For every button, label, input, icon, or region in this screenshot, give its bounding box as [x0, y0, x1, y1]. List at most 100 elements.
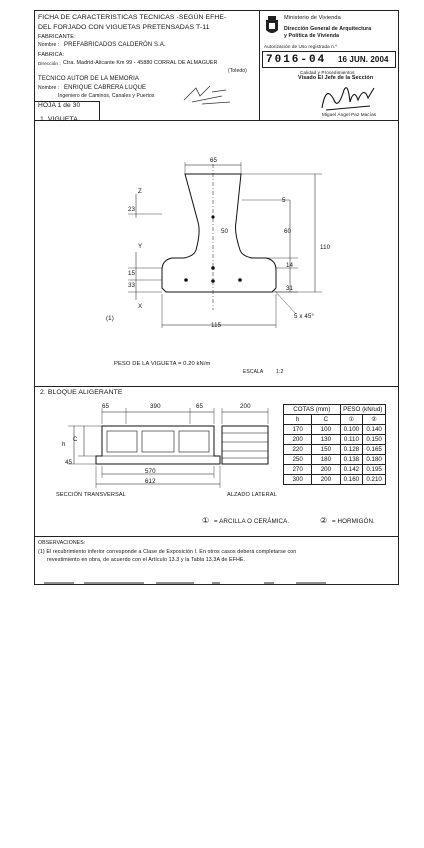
cell-peso-2: 0.210: [362, 474, 386, 485]
dim-110: 110: [320, 244, 331, 251]
sheet-frame: [34, 10, 399, 585]
bloque-alzado-drawing: [221, 408, 269, 465]
observaciones-divider: [34, 536, 399, 537]
author-signature: [183, 85, 231, 105]
table-sub-c: C: [311, 414, 341, 425]
stamp-sub: Calidad y Procedimientos: [300, 70, 355, 75]
stamp-ministry: Ministerio de Vivienda: [284, 15, 341, 21]
table-sub-2: ②: [362, 414, 386, 425]
cell-peso-1: 0.110: [339, 434, 364, 445]
nombre-label: Nombre :: [38, 42, 60, 48]
cell-h: 250: [282, 454, 313, 465]
fabricante-label: FABRICANTE:: [38, 34, 76, 40]
dim-612: 612: [145, 478, 156, 485]
dim-65-b: 65: [196, 403, 204, 410]
dim-top-width: 65: [210, 157, 218, 164]
dim-200: 200: [240, 403, 251, 410]
cell-peso-2: 0.165: [362, 444, 386, 455]
dim-15: 15: [128, 270, 136, 277]
section2-title: 2. BLOQUE ALIGERANTE: [40, 389, 123, 396]
stamp-number-box: [262, 51, 396, 68]
dim-14: 14: [286, 262, 294, 269]
cell-c: 130: [311, 434, 341, 445]
vigueta-section-drawing: [128, 162, 322, 328]
dim-h: h: [62, 441, 66, 448]
dim-y: Y: [138, 243, 143, 250]
stamp-divider: [259, 10, 260, 120]
table-row: 200 130 0.110 0.150: [282, 434, 386, 445]
cell-peso-1: 0.100: [339, 424, 364, 435]
note-ref-1: (1): [106, 315, 114, 322]
legend-2-text: = HORMIGÓN.: [332, 518, 375, 525]
escala-label: ESCALA: [243, 369, 264, 375]
header-divider: [34, 120, 399, 121]
cell-peso-1: 0.138: [339, 454, 364, 465]
tecnico-titulo: Ingeniero de Caminos, Canales y Puertos: [58, 93, 155, 99]
hoja-number: HOJA 1 de 30: [38, 102, 81, 109]
tecnico-nombre: ENRIQUE CABRERA LUQUE: [64, 85, 147, 91]
cell-peso-1: 0.142: [339, 464, 364, 475]
cell-c: 200: [311, 474, 341, 485]
cell-peso-1: 0.128: [339, 444, 364, 455]
stamp-signature: [321, 87, 375, 111]
cell-h: 220: [282, 444, 313, 455]
observaciones-label: OBSERVACIONES:: [38, 540, 86, 546]
dim-x: X: [138, 303, 143, 310]
dim-60: 60: [284, 228, 292, 235]
cell-peso-2: 0.150: [362, 434, 386, 445]
dim-50: 50: [221, 228, 229, 235]
cell-peso-2: 0.195: [362, 464, 386, 475]
stamp-number: 7016-04: [266, 54, 327, 66]
dim-5: 5: [282, 197, 286, 204]
hoja-box: [34, 101, 100, 120]
direccion-label: Dirección :: [38, 61, 61, 66]
table-sub-h: h: [282, 414, 313, 425]
tecnico-label: TECNICO AUTOR DE LA MEMORIA: [38, 76, 139, 82]
cell-h: 170: [282, 424, 313, 435]
cell-c: 100: [311, 424, 341, 435]
table-row: 270 200 0.142 0.195: [282, 464, 386, 475]
dim-65-a: 65: [102, 403, 110, 410]
table-row: 250 180 0.138 0.180: [282, 454, 386, 465]
dim-c: C: [73, 436, 78, 443]
dim-31: 31: [286, 285, 294, 292]
dim-chamfer: 5 x 45°: [294, 313, 315, 320]
cell-peso-2: 0.180: [362, 454, 386, 465]
dim-z: Z: [138, 188, 142, 195]
stamp-direccion-1: Dirección General de Arquitectura: [284, 26, 372, 32]
section1-title: 1. VIGUETA: [40, 116, 78, 123]
alzado-label: ALZADO LATERAL: [227, 492, 277, 498]
table-row: 300 200 0.160 0.210: [282, 474, 386, 485]
dim-45: 45: [65, 459, 73, 466]
direccion-value: Ctra. Madrid-Alicante Km 99 - 45880 CORR…: [63, 60, 218, 66]
table-row: 170 100 0.100 0.140: [282, 424, 386, 435]
ministry-seal-icon: [266, 16, 278, 33]
stamp-autorizacion: Autorización de Uso registrada n.º: [264, 44, 337, 49]
cell-h: 270: [282, 464, 313, 475]
cell-c: 180: [311, 454, 341, 465]
bloque-section-drawing: [68, 408, 221, 488]
legend-1-num: ①: [202, 516, 210, 525]
table-header-cotas: COTAS (mm): [283, 404, 341, 415]
cell-c: 150: [311, 444, 341, 455]
stamp-visado: Visado El Jefe de la Sección: [298, 75, 374, 81]
cell-peso-2: 0.140: [362, 424, 386, 435]
escala-value: 1:2: [276, 369, 284, 375]
stamp-direccion-2: y Política de Vivienda: [284, 33, 340, 39]
observaciones-line1: (1) El recubrimiento inferior correspond…: [38, 549, 297, 555]
tecnico-nombre-label: Nombre :: [38, 85, 60, 91]
seccion-label: SECCIÓN TRANSVERSAL: [56, 492, 126, 498]
fabricante-nombre: PREFABRICADOS CALDERÓN S.A.: [64, 42, 166, 48]
dim-33: 33: [128, 282, 136, 289]
cell-peso-1: 0.160: [339, 474, 364, 485]
table-row: 220 150 0.128 0.165: [282, 444, 386, 455]
cell-c: 200: [311, 464, 341, 475]
dim-390: 390: [150, 403, 161, 410]
stamp-signer: Miguel Ángel Paz Macías: [322, 112, 377, 117]
footer-rule: [44, 582, 326, 584]
legend-2-num: ②: [320, 516, 328, 525]
direccion-region: (Toledo): [228, 68, 247, 74]
fabrica-label: FABRICA:: [38, 52, 65, 58]
dim-bottom-width: 115: [211, 322, 222, 329]
cell-h: 200: [282, 434, 313, 445]
